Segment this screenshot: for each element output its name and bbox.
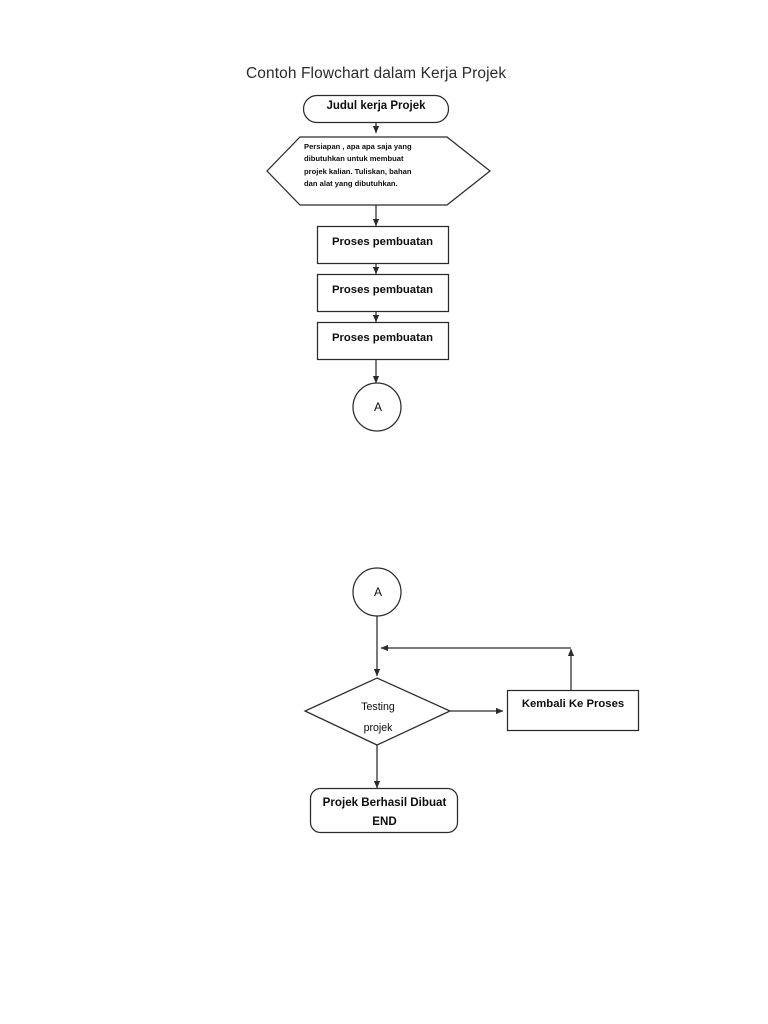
node-connector-a-in xyxy=(352,567,402,617)
node-proses-2 xyxy=(316,273,450,313)
node-kembali-ke-proses xyxy=(506,689,640,732)
node-proses-1 xyxy=(316,225,450,265)
page-title: Contoh Flowchart dalam Kerja Projek xyxy=(246,65,507,82)
node-connector-a-out xyxy=(352,382,402,432)
node-testing-decision xyxy=(303,677,452,746)
node-start xyxy=(302,94,450,124)
node-end xyxy=(309,787,459,834)
node-proses-3 xyxy=(316,321,450,361)
node-preparation xyxy=(266,136,492,206)
